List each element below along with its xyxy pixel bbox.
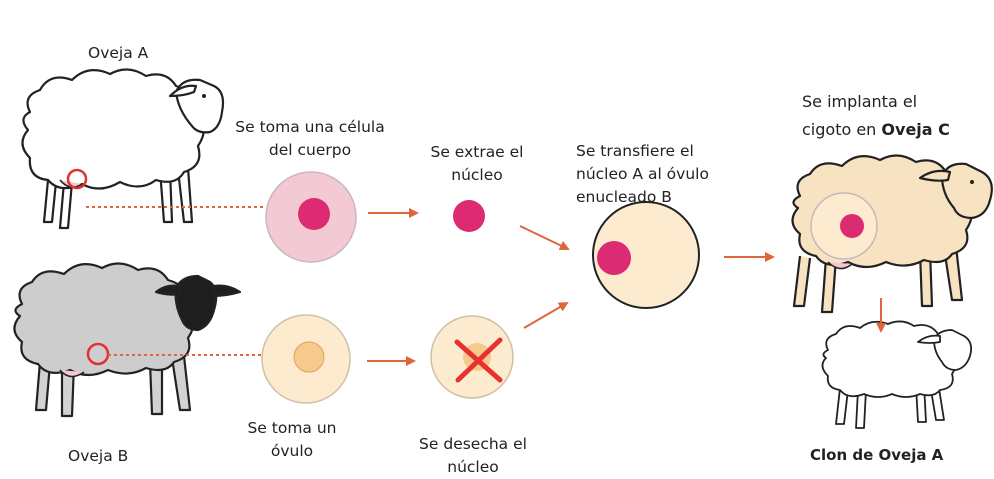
sheep-a-udder	[59, 179, 83, 188]
clone-sheep-body	[821, 320, 957, 398]
sheep-a-label: Oveja A	[88, 44, 149, 62]
sheep-c-ear	[918, 169, 952, 182]
step-implant-label: Se implanta el cigoto en Oveja C	[802, 92, 950, 139]
enucleated-ovule-with-nucleus-a	[592, 201, 700, 309]
sheep-b-label: Oveja B	[68, 447, 129, 465]
sheep-c-udder	[827, 261, 853, 270]
sheep-a-body	[21, 68, 206, 190]
step-take-body-cell-label: Se toma una célula del cuerpo	[235, 118, 385, 159]
sheep-a-illustration	[21, 68, 225, 230]
zygote-nucleus	[597, 241, 631, 275]
clone-sheep-head	[933, 329, 973, 371]
sheep-b-udder	[59, 369, 85, 378]
sheep-c-eye	[970, 180, 974, 184]
step-extract-nucleus-label: Se extrae el núcleo	[430, 143, 524, 184]
sheep-c-head	[940, 162, 993, 220]
sheep-c-label: Oveja C	[881, 120, 950, 139]
discarded-nucleus-cell	[430, 315, 514, 399]
body-cell-nucleus	[298, 198, 330, 230]
implanted-zygote	[810, 192, 878, 260]
discard-cross-icon	[454, 337, 503, 383]
sheep-a-legs	[42, 167, 194, 230]
sheep-a-ear	[168, 84, 198, 98]
sheep-b-ear-left	[154, 284, 182, 296]
zygote-membrane	[592, 201, 700, 309]
sheep-a-sample-marker	[66, 168, 88, 190]
sheep-b-legs	[34, 355, 192, 418]
sheep-b-ear	[212, 284, 242, 298]
clone-sheep-illustration	[821, 320, 973, 429]
sheep-a-eye	[202, 94, 206, 98]
extracted-nucleus	[453, 200, 485, 232]
process-arrows	[367, 208, 886, 366]
step-transfer-label: Se transfiere el núcleo A al óvulo enucl…	[576, 142, 709, 206]
ovule-nucleus	[293, 341, 325, 373]
body-cell	[265, 171, 357, 263]
arrow-nucleus-to-zygote	[519, 225, 570, 251]
step-discard-nucleus-label: Se desecha el núcleo	[419, 435, 527, 476]
step-take-ovule-label: Se toma un óvulo	[247, 419, 337, 460]
arrow-discard-to-zygote	[523, 301, 569, 329]
clone-sheep-ear	[917, 334, 941, 344]
sheep-b-head	[174, 274, 218, 332]
sheep-b-body	[13, 262, 196, 377]
ovule-cell	[261, 314, 351, 404]
sheep-b-illustration	[13, 262, 242, 418]
step-implant-text: cigoto en	[802, 120, 877, 139]
implanted-zygote-nucleus	[840, 214, 864, 238]
result-clone-label: Clon de Oveja A	[810, 446, 944, 464]
